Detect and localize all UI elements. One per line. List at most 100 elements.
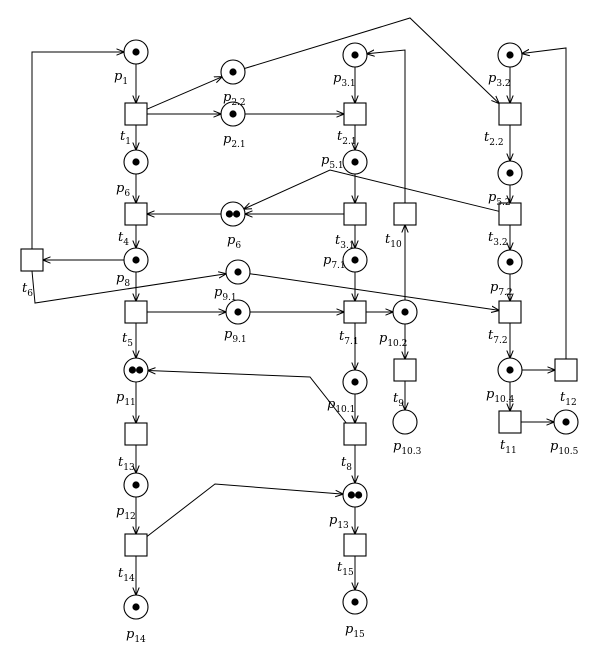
transition-t11 [498,410,522,434]
place-label-p11: p11 [116,390,136,408]
transition-box [498,102,522,126]
transition-box [124,533,148,557]
place-label-p10-2: p10.2 [379,331,407,349]
place-label-p1: p1 [114,69,128,87]
place-p6b [220,201,246,227]
transition-box [498,410,522,434]
transition-box [393,202,417,226]
place-p2-2 [220,59,246,85]
arc-t14-to-p13 [146,483,343,537]
place-p6a [123,149,149,175]
transition-t9 [393,358,417,382]
arc-t3-2-to-p6b [244,169,500,212]
place-p11 [123,357,149,383]
token-dot-1 [132,603,140,611]
transition-label-t15: t15 [337,560,354,578]
transition-t10 [393,202,417,226]
transition-label-t8: t8 [341,455,352,473]
place-label-p9-1b: p9.1 [224,327,247,345]
token-dot-2 [355,491,363,499]
arc-t1-to-p2-2 [146,77,222,110]
place-label-p12: p12 [116,504,136,522]
transition-label-t1: t1 [120,129,131,147]
transition-label-t7-2: t7.2 [488,328,508,346]
transition-box [124,102,148,126]
place-label-p9-1a: p9.1 [214,285,237,303]
token-dot-1 [132,158,140,166]
transition-label-t5: t5 [122,331,133,349]
token-dot-2 [233,210,241,218]
place-p12 [123,472,149,498]
transition-t7-2 [498,300,522,324]
place-label-p8: p8 [116,271,130,289]
place-p5-2 [497,160,523,186]
transition-t8 [343,422,367,446]
place-label-p3-2: p3.2 [488,71,511,89]
place-p9-1b [225,299,251,325]
place-p10-4 [497,357,523,383]
transition-label-t14: t14 [118,566,135,584]
place-label-p6a: p6 [116,181,130,199]
place-label-p2-2: p2.2 [223,90,246,108]
place-p10-1 [342,369,368,395]
place-circle [342,482,368,508]
place-p14 [123,594,149,620]
arc-t6-to-p1 [31,52,124,249]
place-circle [220,201,246,227]
place-p9-1a [225,259,251,285]
place-p10-5 [553,409,579,435]
token-dot-2 [136,366,144,374]
transition-box [20,248,44,272]
transition-label-t3-1: t3.1 [335,233,355,251]
token-dot-1 [562,418,570,426]
token-dot-1 [506,51,514,59]
transition-box [554,358,578,382]
transition-label-t10: t10 [385,232,402,250]
transition-t6 [20,248,44,272]
transition-label-t12: t12 [560,390,577,408]
place-circle [392,409,418,435]
token-dot-1 [234,268,242,276]
place-label-p7-1: p7.1 [323,253,346,271]
place-circle [123,357,149,383]
arc-t10-to-p3-1 [367,50,406,203]
place-p10-2 [392,299,418,325]
transition-box [124,202,148,226]
transition-t13 [124,422,148,446]
transition-box [498,202,522,226]
transition-t5 [124,300,148,324]
token-dot-1 [229,110,237,118]
token-dot-1 [506,258,514,266]
transition-box [343,202,367,226]
token-dot-1 [128,366,136,374]
place-label-p10-3: p10.3 [393,439,422,457]
transition-box [498,300,522,324]
place-label-p15: p15 [345,622,365,640]
place-label-p10-5: p10.5 [550,439,579,457]
arc-t8-to-p11 [148,371,347,424]
place-label-p2-1: p2.1 [223,132,246,150]
token-dot-1 [132,481,140,489]
transition-box [343,422,367,446]
transition-label-t9: t9 [393,391,404,409]
transition-t14 [124,533,148,557]
transition-label-t2-2: t2.2 [484,130,504,148]
token-dot-1 [351,158,359,166]
arc-layer [31,17,567,595]
transition-t7-1 [343,300,367,324]
transition-box [343,102,367,126]
place-p10-3 [392,409,418,435]
transition-t1 [124,102,148,126]
transition-label-t2-1: t2.1 [337,129,357,147]
token-dot-1 [225,210,233,218]
place-label-p6b: p6 [227,233,241,251]
transition-t3-1 [343,202,367,226]
token-dot-1 [351,256,359,264]
token-dot-1 [132,256,140,264]
token-dot-1 [347,491,355,499]
place-label-p5-1: p5.1 [321,153,344,171]
transition-label-t11: t11 [500,438,517,456]
transition-label-t7-1: t7.1 [339,329,359,347]
transition-t15 [343,533,367,557]
